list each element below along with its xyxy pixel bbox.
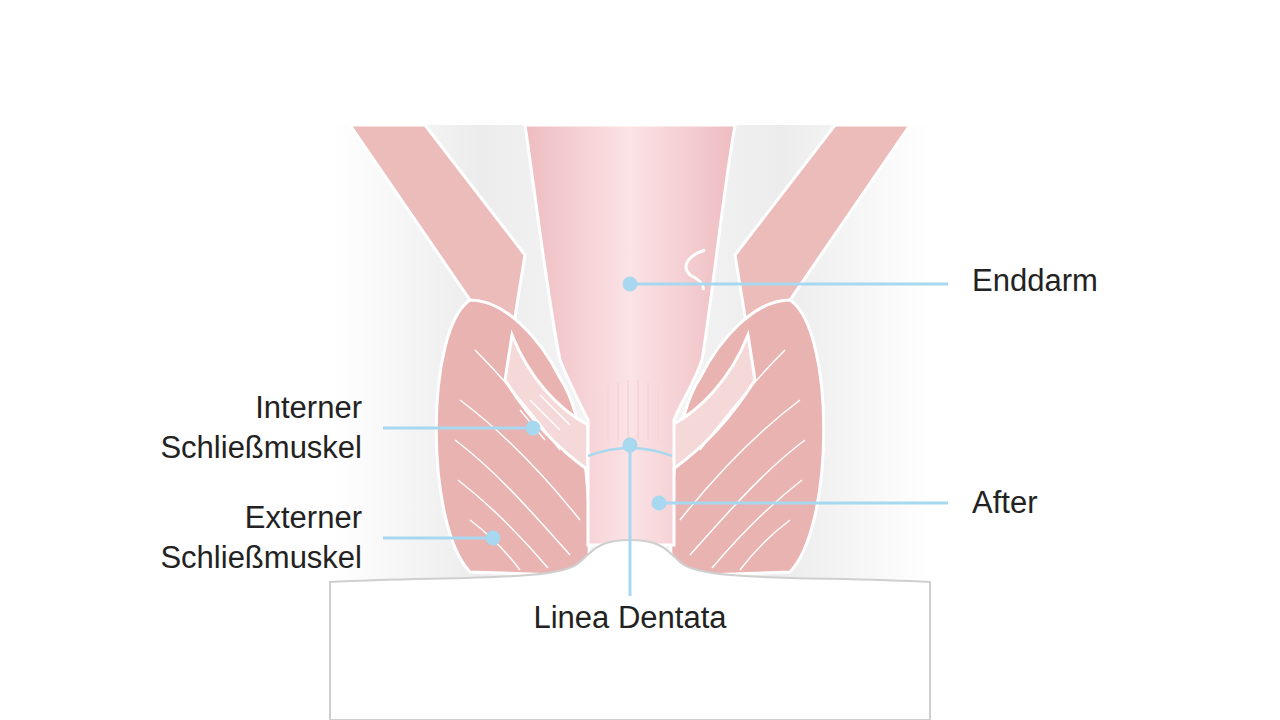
part-label: Interner Schließmuskel [112,388,362,468]
part-label: Linea Dentata [430,598,830,638]
leader-lines [383,278,948,596]
anal-columns [598,380,666,445]
part-label: After [972,483,1252,523]
part-label: Externer Schließmuskel [112,498,362,578]
part-label: Enddarm [972,261,1252,301]
